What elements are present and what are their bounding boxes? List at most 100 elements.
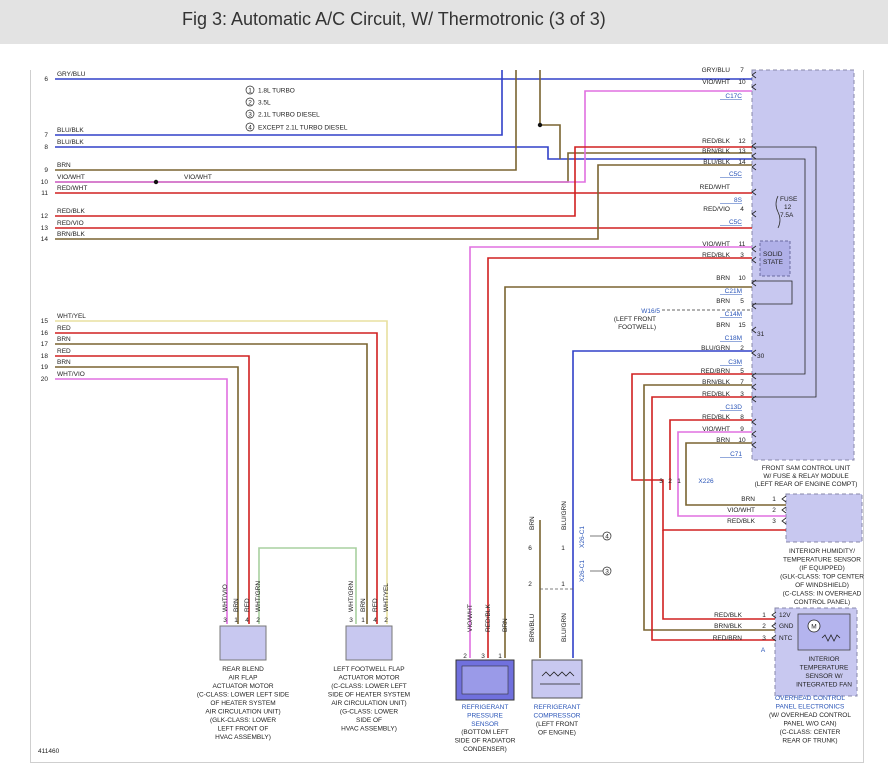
wire-red-blk-12 xyxy=(55,146,752,217)
rear-blend-motor-text: ACTUATOR MOTOR xyxy=(212,683,273,690)
footwell-motor-text: SIDE OF xyxy=(356,717,382,724)
sam-internal-link xyxy=(752,280,793,305)
humidity-pin-number: 1 xyxy=(772,496,776,503)
sam-pin-color: RED/BLK xyxy=(702,414,730,421)
motor-pin-number: 4 xyxy=(373,617,377,624)
connector-chevron xyxy=(781,506,787,514)
humidity-pin-number: 3 xyxy=(772,518,776,525)
connector-chevron xyxy=(751,418,757,426)
fuse-symbol xyxy=(775,195,781,229)
wire-red-18 xyxy=(55,355,250,624)
humidity-pin-color: RED/BLK xyxy=(727,518,755,525)
motor-wire-label: RED xyxy=(372,598,379,612)
footwell-motor-text: LEFT FOOTWELL FLAP xyxy=(333,666,404,673)
overhead-panel-text: PANEL W/O CAN) xyxy=(783,721,836,728)
overhead-pin-signal: GND xyxy=(779,623,794,630)
connector-chevron xyxy=(781,517,787,525)
rear-blend-motor-text: (C-CLASS: LOWER LEFT SIDE xyxy=(197,692,290,699)
humidity-pin-color: BRN xyxy=(741,496,755,503)
connector-id-link: X226 xyxy=(698,478,714,485)
sam-pin-color: BRN xyxy=(716,298,730,305)
connector-chevron xyxy=(751,383,757,391)
humidity-pin-color: VIO/WHT xyxy=(727,507,755,514)
connector-chevron xyxy=(751,163,757,171)
humidity-sensor-text: OF WINDSHIELD) xyxy=(795,582,849,589)
wire-number: 20 xyxy=(41,376,49,383)
sam-pin-number: 4 xyxy=(740,206,744,213)
solid-state-box xyxy=(759,240,791,277)
footwell-motor-text: ACTUATOR MOTOR xyxy=(338,675,399,682)
compressor-wire-label: BLU/GRN xyxy=(561,613,568,642)
interior-temp-text: INTERIOR xyxy=(808,656,839,663)
fan-motor-icon xyxy=(807,619,821,633)
connector-id-link: C18M xyxy=(725,335,742,342)
compressor-pin-number: 1 xyxy=(561,581,565,588)
overhead-panel-text: (W/ OVERHEAD CONTROL xyxy=(769,712,851,719)
solid-state-label: SOLID xyxy=(763,251,783,258)
compressor-wire-label: BLU/GRN xyxy=(561,501,568,530)
footwell-motor-text: (C-CLASS: LOWER LEFT xyxy=(331,683,407,690)
wire-color-label: BLU/BLK xyxy=(57,139,84,146)
humidity-pin-number: 2 xyxy=(772,507,776,514)
wire-number: 17 xyxy=(41,341,49,348)
sam-pin-number: 11 xyxy=(739,241,746,248)
connector-id-link: C14M xyxy=(725,311,742,318)
connector-id-link: C21M xyxy=(725,288,742,295)
wire-color-label: RED/BLK xyxy=(57,208,85,215)
humidity-sensor-box xyxy=(785,493,863,543)
sam-pin-number: 2 xyxy=(740,345,744,352)
note-callout-number: 4 xyxy=(248,124,252,131)
sam-pin-number: 9 xyxy=(740,426,744,433)
overhead-pin-number: 1 xyxy=(762,612,766,619)
sam-pin-color: VIO/WHT xyxy=(702,426,730,433)
wire-brn-blk-overhead xyxy=(643,384,775,631)
wire-color-label: WHT/VIO xyxy=(57,371,85,378)
ground-location: (LEFT FRONT xyxy=(614,316,656,323)
rear-blend-motor-text: OF HEATER SYSTEM xyxy=(210,700,275,707)
compressor-title: REFRIGERANT xyxy=(534,704,581,711)
sam-pin-color: BRN/BLK xyxy=(702,148,730,155)
wire-number: 7 xyxy=(44,132,48,139)
note-text: 2.1L TURBO DIESEL xyxy=(258,112,320,119)
sam-pin-color: BRN xyxy=(716,322,730,329)
wire-blu-blk-8 xyxy=(55,146,752,160)
wire-number: 13 xyxy=(41,225,49,232)
sam-pin-number: 3 xyxy=(740,252,744,259)
wire-wht-grn xyxy=(258,547,357,624)
connector-chevron xyxy=(751,349,757,357)
note-callout-number: 3 xyxy=(248,111,252,118)
compressor-pin-number: 2 xyxy=(528,581,532,588)
sam-pin-number: 13 xyxy=(738,148,746,155)
wire-color-label: RED/VIO xyxy=(57,220,84,227)
motor-pin-number: 4 xyxy=(245,617,249,624)
note-callout-icon xyxy=(245,85,255,95)
overhead-panel-text: REAR OF TRUNK) xyxy=(782,738,837,745)
interior-temp-text: SENSOR W/ xyxy=(805,673,842,680)
ground-id-link: W16/5 xyxy=(641,308,660,315)
pressure-sensor-title: REFRIGERANT xyxy=(462,704,509,711)
sam-pin-color: BRN xyxy=(716,437,730,444)
wire-color-label: RED xyxy=(57,348,71,355)
sam-pin-number: 12 xyxy=(738,138,746,145)
connector-id-link: C71 xyxy=(730,451,742,458)
x226-pin-number: 1 xyxy=(677,478,681,485)
sensor-pin-number: 3 xyxy=(481,653,485,660)
sam-pin-color: BRN xyxy=(716,275,730,282)
diagram-frame xyxy=(30,70,864,763)
wire-number: 16 xyxy=(41,330,49,337)
overhead-pin-color: RED/BLK xyxy=(714,612,742,619)
sensor-wire-label: RED/BLK xyxy=(485,604,492,632)
fuse-label: FUSE xyxy=(780,196,798,203)
connector-id-link: C13D xyxy=(725,404,742,411)
motor-pin-number: 1 xyxy=(234,617,238,624)
connector-chevron xyxy=(751,430,757,438)
humidity-sensor-text: (GLK-CLASS: TOP CENTER xyxy=(780,574,864,581)
wire-number: 11 xyxy=(41,190,48,197)
wire-brn-10 xyxy=(685,442,786,506)
wire-wht-yel xyxy=(55,320,388,624)
connector-id-link: A xyxy=(761,647,766,654)
wire-x226-3 xyxy=(631,373,786,531)
wire-compressor-blu-grn xyxy=(572,350,752,658)
humidity-sensor-text: INTERIOR HUMIDITY/ xyxy=(789,548,855,555)
